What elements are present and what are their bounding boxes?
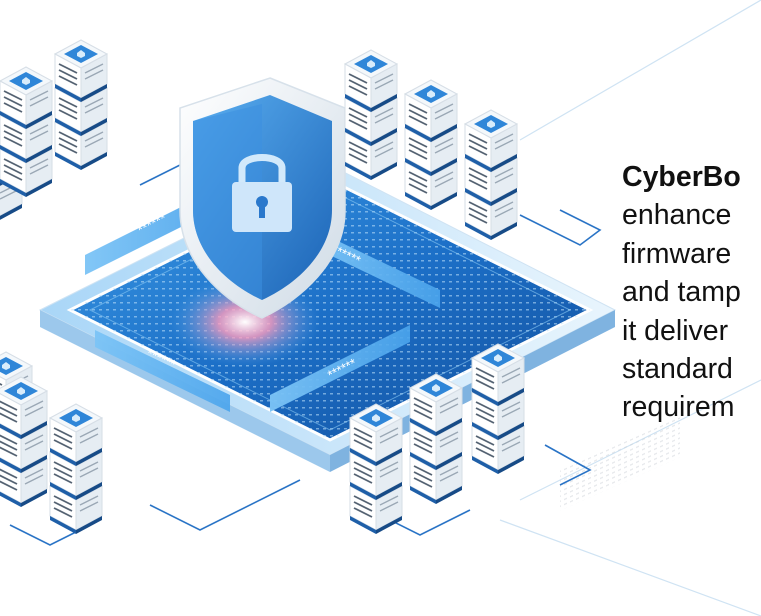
product-name: CyberBo bbox=[622, 161, 741, 193]
server-stack-icon bbox=[55, 40, 107, 170]
description-line: standard bbox=[622, 353, 733, 386]
shield-lock-icon bbox=[179, 77, 346, 319]
server-stack-icon bbox=[405, 80, 457, 210]
lock-icon bbox=[232, 154, 292, 232]
description-line: and tamp bbox=[622, 276, 741, 309]
server-stack-icon bbox=[0, 67, 52, 197]
server-stack-icon bbox=[465, 110, 517, 240]
server-stack-icon bbox=[350, 404, 402, 534]
password-bar: ****** bbox=[85, 195, 205, 275]
background-dots bbox=[560, 417, 680, 511]
server-stack-icon bbox=[410, 374, 462, 504]
description-line: requirem bbox=[622, 391, 735, 424]
server-stack-icon bbox=[472, 344, 524, 474]
server-stack-icon bbox=[0, 377, 47, 507]
description-line: it deliver bbox=[622, 314, 729, 347]
server-stack-icon bbox=[50, 404, 102, 534]
description-text: CyberBo enhance firmware and tamp it del… bbox=[622, 158, 761, 427]
server-stack-icon bbox=[345, 50, 397, 180]
description-line: enhance bbox=[622, 199, 732, 232]
description-line: firmware bbox=[622, 237, 732, 270]
